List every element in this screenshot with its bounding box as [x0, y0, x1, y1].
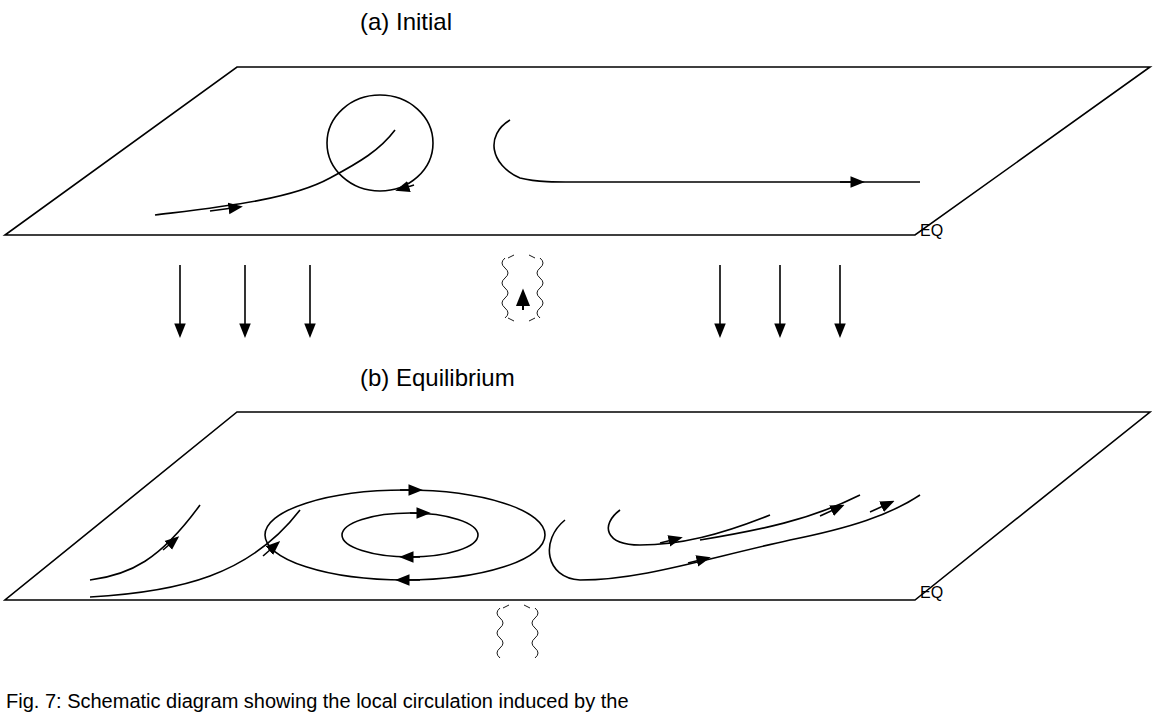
equatorial-plane	[5, 67, 1150, 235]
flow-arrow	[688, 558, 708, 563]
flow-arrow	[840, 181, 862, 183]
flow-arrow	[410, 512, 428, 514]
gyre	[342, 513, 478, 557]
streamline	[700, 495, 860, 540]
flow-arrow	[400, 489, 420, 491]
flow-arrow	[210, 207, 240, 211]
equator-label: EQ	[920, 584, 943, 602]
updraft-arrow	[522, 292, 524, 310]
streamline	[549, 495, 920, 580]
flow-arrow	[402, 556, 420, 558]
convection-cloud	[497, 605, 538, 658]
streamline	[494, 120, 920, 182]
figure-caption: Fig. 7: Schematic diagram showing the lo…	[6, 690, 629, 713]
flow-arrow	[870, 502, 892, 512]
flow-arrow	[163, 538, 177, 550]
streamline	[155, 130, 395, 215]
subsidence-arrows	[180, 265, 840, 335]
convection-cloud	[502, 255, 543, 321]
panel-title: (b) Equilibrium	[360, 364, 515, 392]
flow-arrow	[263, 543, 278, 556]
flow-arrow	[398, 579, 420, 581]
gyre	[327, 95, 433, 191]
flow-arrow	[660, 538, 680, 543]
streamline	[90, 510, 300, 597]
flow-arrow	[398, 185, 414, 190]
equatorial-plane	[5, 412, 1150, 600]
streamline	[90, 505, 200, 580]
gyre	[265, 490, 545, 580]
streamline	[608, 510, 770, 545]
panel-title: (a) Initial	[360, 8, 452, 36]
equator-label: EQ	[920, 222, 943, 240]
flow-arrow	[820, 506, 842, 516]
